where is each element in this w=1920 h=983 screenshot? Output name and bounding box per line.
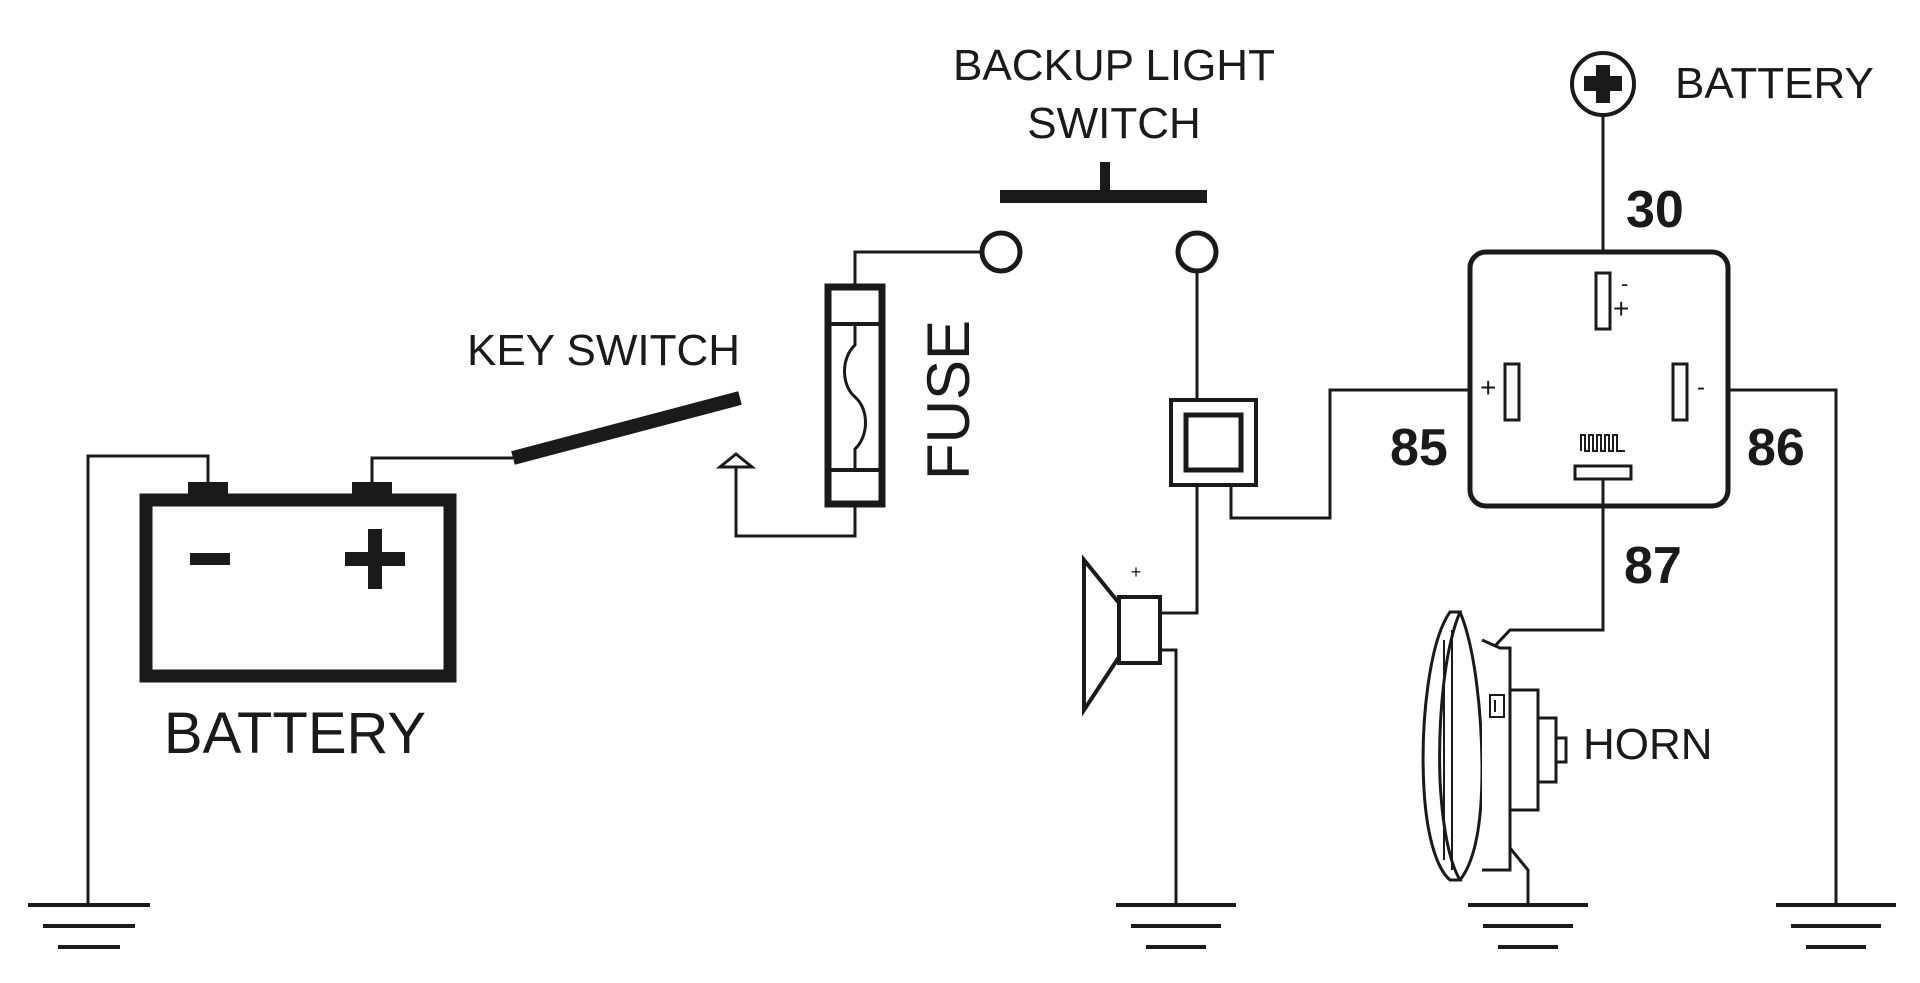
fuse-label: FUSE xyxy=(915,320,982,480)
switch-contact-left xyxy=(979,230,1023,274)
wire-relay-86-ground xyxy=(1728,388,1838,903)
horn-face xyxy=(1421,610,1463,882)
key-switch: KEY SWITCH xyxy=(467,326,757,469)
ground-symbol-4 xyxy=(1776,903,1896,949)
relay-mark-30-plus: + xyxy=(1613,293,1629,324)
battery-right-plus-v xyxy=(1596,65,1610,103)
buzzer-cone xyxy=(1082,554,1121,717)
wire-battery-negative-ground xyxy=(86,454,210,903)
relay-pin-86-label: 86 xyxy=(1747,419,1805,477)
horn-body xyxy=(1481,638,1512,872)
battery-right: BATTERY xyxy=(1570,51,1874,117)
backup-light-switch: BACKUP LIGHT SWITCH xyxy=(953,41,1275,274)
relay-coil-icon xyxy=(1580,434,1625,452)
wire-fuse-to-switch xyxy=(853,250,982,287)
fuse: FUSE xyxy=(824,283,982,508)
backup-switch-label-line1: BACKUP LIGHT xyxy=(953,41,1275,90)
key-switch-lever xyxy=(511,391,742,465)
relay-body xyxy=(1467,249,1731,509)
horn-label: HORN xyxy=(1583,720,1713,769)
key-switch-contact xyxy=(715,452,757,469)
battery-left-plus-symbol-v xyxy=(368,529,382,589)
buzzer-body xyxy=(1117,595,1162,665)
horn-back-cap xyxy=(1536,716,1558,784)
backup-switch-label-line2: SWITCH xyxy=(1027,99,1201,148)
battery-left-label: BATTERY xyxy=(164,701,426,766)
relay-pin-87 xyxy=(1573,464,1633,481)
relay-pin-87-label: 87 xyxy=(1624,537,1682,595)
wire-buzzer-ground xyxy=(1160,648,1178,903)
horn: HORN xyxy=(1421,610,1713,882)
switch-bar xyxy=(1000,190,1207,203)
wire-relay-87-to-horn xyxy=(1491,479,1605,650)
relay-pin-30 xyxy=(1594,271,1612,331)
ground-symbol-3 xyxy=(1468,903,1588,949)
switch-contact-right xyxy=(1175,230,1219,274)
wire-key-to-fuse xyxy=(734,467,857,538)
relay-pin-85 xyxy=(1503,362,1521,422)
relay-mark-30-minus: - xyxy=(1621,271,1628,296)
wire-box-to-relay-85 xyxy=(1229,388,1470,520)
wire-box-to-buzzer xyxy=(1160,485,1199,615)
key-switch-label: KEY SWITCH xyxy=(467,326,740,375)
battery-right-label: BATTERY xyxy=(1675,59,1874,108)
wire-battery-positive xyxy=(370,456,513,482)
connector-box xyxy=(1169,398,1258,487)
connector-box-inner xyxy=(1183,412,1244,473)
battery-left: BATTERY xyxy=(139,482,457,766)
ground-symbol-2 xyxy=(1116,903,1236,949)
relay-pin-30-label: 30 xyxy=(1626,181,1684,239)
relay: - + + - 30 85 86 87 xyxy=(1390,181,1805,595)
buzzer: + xyxy=(1082,554,1162,717)
battery-left-minus-symbol xyxy=(190,553,230,565)
buzzer-plus-label: + xyxy=(1131,562,1142,582)
relay-pin-85-label: 85 xyxy=(1390,419,1448,477)
wire-horn-ground xyxy=(1508,847,1530,903)
fuse-element xyxy=(843,324,867,470)
relay-mark-86-minus: - xyxy=(1697,374,1705,401)
ground-symbol-1 xyxy=(28,903,150,949)
horn-housing xyxy=(1508,688,1540,812)
switch-stem xyxy=(1100,162,1110,192)
relay-pin-86 xyxy=(1671,362,1689,422)
battery-left-body xyxy=(139,493,457,683)
relay-mark-85-plus: + xyxy=(1480,372,1496,403)
